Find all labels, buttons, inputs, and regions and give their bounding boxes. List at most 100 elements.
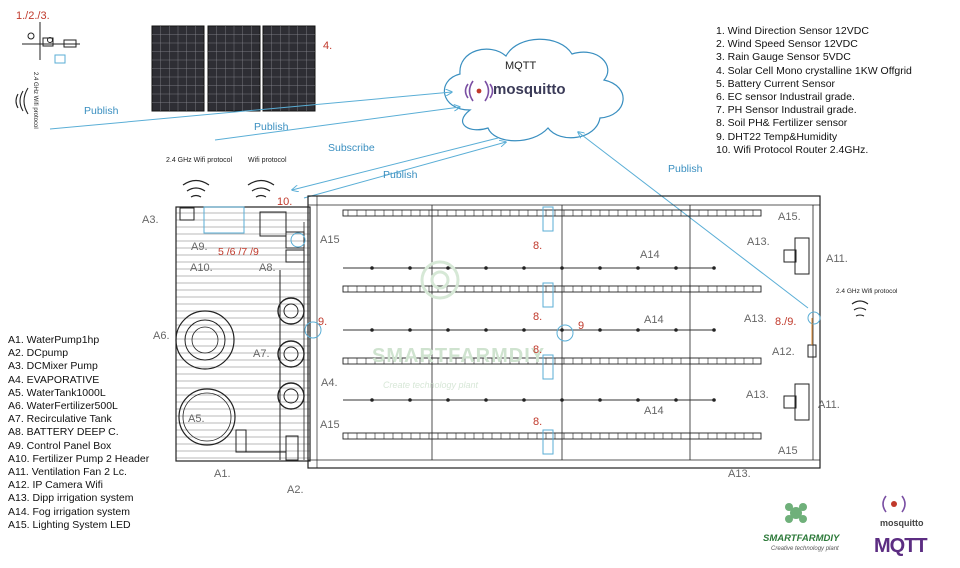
- component-legend-item-3: A3. DCMixer Pump: [8, 360, 98, 373]
- component-legend-item-11: A11. Ventilation Fan 2 Lc.: [8, 466, 127, 479]
- equipment-deck: [175, 206, 311, 462]
- label-a13-bottom: A13.: [728, 468, 751, 480]
- publish-label-4: Publish: [668, 163, 703, 175]
- sensor-legend-item-4: 4. Solar Cell Mono crystalline 1KW Offgr…: [716, 64, 912, 77]
- protocol-side: 2.4 GHz Wifi protocol: [836, 288, 898, 295]
- component-legend-item-10: A10. Fertilizer Pump 2 Header: [8, 452, 150, 465]
- protocol-right: Wifi protocol: [248, 157, 287, 164]
- sensor-legend-item-3: 3. Rain Gauge Sensor 5VDC: [716, 51, 851, 64]
- ip-camera: [807, 318, 817, 358]
- solar-panel: [151, 25, 205, 112]
- ventilation-fans: [783, 237, 810, 421]
- label-a3: A3.: [142, 214, 159, 226]
- label-a15-bottom-left: A15: [320, 419, 340, 431]
- sensor-station-protocol: 2.4 GHz Wifi protocol: [32, 72, 38, 129]
- watermark-leaf: [420, 260, 460, 300]
- label-a4: A4.: [321, 377, 338, 389]
- label-a11-top: A11.: [826, 253, 848, 265]
- label-sensor-8-1: 8.: [533, 240, 543, 252]
- pumps-and-pipes: [235, 222, 305, 461]
- led-row: [342, 282, 762, 308]
- mosquitto-signal-icon: [464, 80, 494, 102]
- component-legend-item-6: A6. WaterFertilizer500L: [8, 400, 118, 413]
- component-legend-item-2: A2. DCpump: [8, 347, 69, 360]
- component-legend-item-8: A8. BATTERY DEEP C.: [8, 426, 119, 439]
- water-tank: [178, 388, 236, 446]
- component-legend-item-1: A1. WaterPump1hp: [8, 334, 100, 346]
- cloud-brand: mosquitto: [493, 81, 566, 98]
- irrigation-rows: [342, 206, 762, 455]
- component-legend-item-9: A9. Control Panel Box: [8, 439, 112, 452]
- protocol-left: 2.4 GHz Wifi protocol: [166, 157, 233, 164]
- label-sensors-5-6-7-9: 5 /6 /7 /9: [218, 246, 259, 258]
- sensor-legend-item-5: 5. Battery Current Sensor: [716, 77, 836, 90]
- sensor-legend-item-9: 9. DHT22 Temp&Humidity: [716, 130, 838, 143]
- watermark-tagline: Create technology plant: [383, 380, 479, 390]
- fog-row: [343, 328, 716, 332]
- label-sensor-8-2: 8.: [533, 311, 543, 323]
- label-a15-top-right: A15.: [778, 211, 801, 223]
- weather-sensor-station: [22, 22, 80, 64]
- mosquitto-logo-icon: [882, 495, 906, 513]
- label-a1: A1.: [214, 468, 231, 480]
- solar-panel: [207, 25, 261, 112]
- label-a13-low: A13.: [746, 389, 769, 401]
- smartfarmdiy-tagline: Creative technology plant: [771, 546, 839, 552]
- label-a12: A12.: [772, 346, 795, 358]
- sensor-legend-item-6: 6. EC sensor Industrail grade.: [716, 91, 855, 104]
- label-a9: A9.: [191, 241, 208, 253]
- component-legend-item-13: A13. Dipp irrigation system: [8, 492, 134, 505]
- label-a15-top-left: A15: [320, 234, 340, 246]
- solar-id: 4.: [323, 40, 333, 52]
- water-fertilizer-tank: [175, 310, 235, 370]
- solar-panel-array: [151, 25, 316, 112]
- label-a14-1: A14: [640, 249, 660, 261]
- component-legend-item-7: A7. Recirculative Tank: [8, 413, 112, 426]
- top-wifi-icons: [182, 179, 275, 198]
- label-sensor-8-4: 8.: [533, 416, 543, 428]
- led-row: [342, 429, 762, 455]
- cloud-title: MQTT: [505, 60, 537, 72]
- component-legend-item-15: A15. Lighting System LED: [8, 518, 131, 531]
- mosquitto-logo: mosquitto: [880, 518, 924, 528]
- smartfarmdiy-logo: SMARTFARMDIY: [763, 533, 840, 544]
- component-legend-item-14: A14. Fog irrigation system: [8, 505, 130, 518]
- wifi-signal-icon: [15, 87, 29, 115]
- label-a11-bottom: A11.: [818, 399, 840, 411]
- label-sensor-9-left: 9.: [318, 316, 328, 328]
- label-a14-2: A14: [644, 314, 664, 326]
- fog-row: [343, 398, 716, 402]
- sensor-legend-item-8: 8. Soil PH& Fertilizer sensor: [716, 117, 848, 130]
- mqtt-arrows: [49, 92, 809, 309]
- control-panel-box: [179, 206, 287, 237]
- subscribe-label: Subscribe: [328, 142, 375, 154]
- sensor-highlight-circles: [290, 232, 821, 342]
- greenhouse-outline: [307, 195, 821, 469]
- label-a2: A2.: [287, 484, 304, 496]
- label-a14-3: A14: [644, 405, 664, 417]
- watermark-name: SMARTFARMDIY: [372, 345, 546, 367]
- mqtt-cloud-outline: [443, 38, 624, 142]
- label-a13-mid: A13.: [744, 313, 767, 325]
- mqtt-logo: MQTT: [874, 535, 928, 557]
- label-sensor-8-3: 8.: [533, 344, 543, 356]
- component-legend-item-12: A12. IP Camera Wifi: [8, 479, 103, 492]
- right-wifi-icon: [851, 300, 869, 317]
- label-a5: A5.: [188, 413, 205, 425]
- label-a6: A6.: [153, 330, 170, 342]
- label-sensor-9-mid: 9: [578, 320, 585, 332]
- solar-panel: [262, 25, 316, 112]
- label-a10: A10.: [190, 262, 213, 274]
- publish-label-2: Publish: [254, 121, 289, 133]
- smartfarmdiy-logo-icon: [785, 503, 807, 523]
- label-sensor-10: 10.: [277, 196, 293, 208]
- component-legend-item-5: A5. WaterTank1000L: [8, 386, 106, 399]
- fog-row: [343, 266, 716, 270]
- led-row: [342, 354, 762, 380]
- label-a15-bottom-right: A15: [778, 445, 798, 457]
- label-a13-top: A13.: [747, 236, 770, 248]
